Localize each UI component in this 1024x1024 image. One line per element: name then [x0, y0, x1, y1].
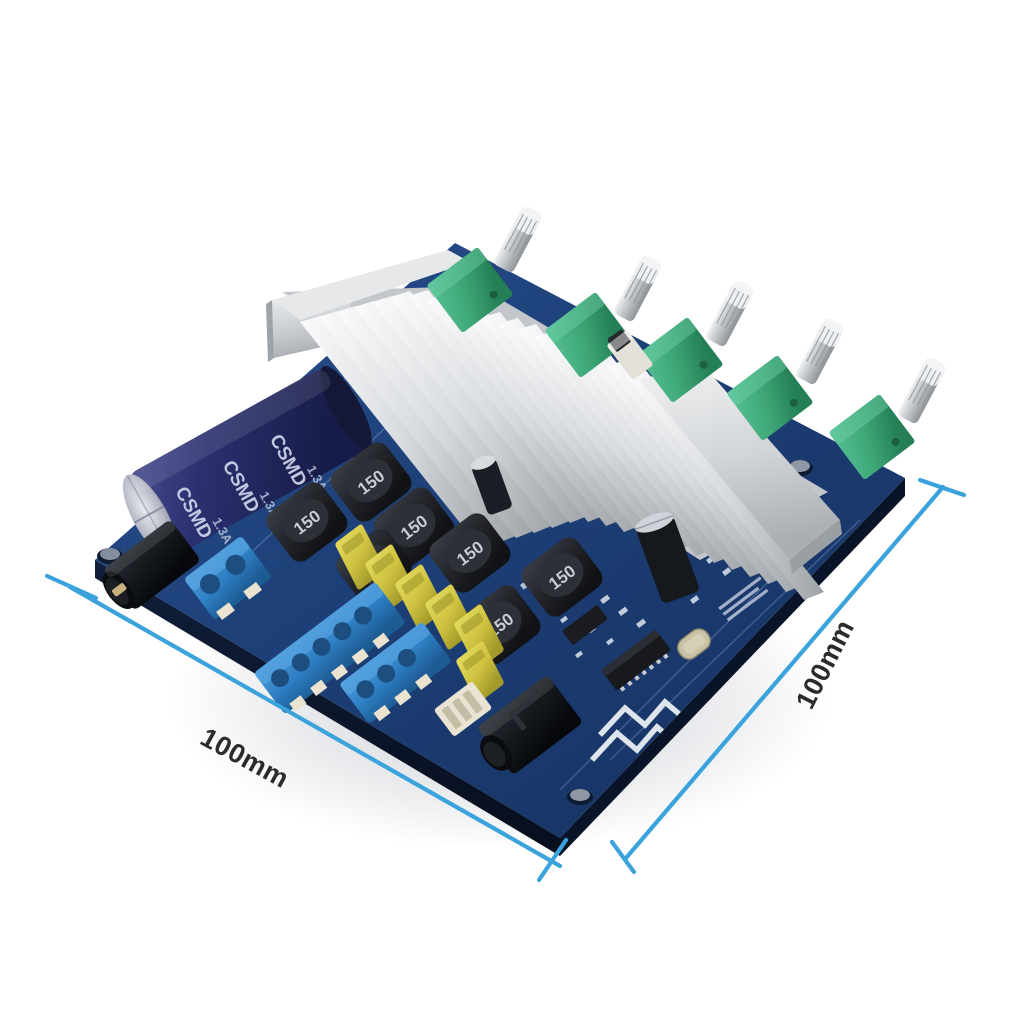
heatsink-top-face — [272, 250, 470, 320]
dimension-line-right — [623, 484, 946, 861]
jst-connector — [434, 682, 492, 736]
dimension-cap-left-start — [44, 573, 99, 601]
smd-ic — [562, 605, 608, 645]
toggle-switch — [607, 329, 653, 380]
dimension-annotations — [44, 477, 967, 883]
crystal-oscillator — [677, 628, 711, 660]
small-electrolytic-capacitors — [470, 455, 699, 603]
dimension-line-left — [67, 584, 563, 869]
dimension-cap-right-start — [917, 477, 967, 498]
bluetooth-ic — [601, 629, 671, 692]
dimension-cap-right-end — [609, 839, 637, 875]
potentiometers — [427, 207, 946, 480]
film-capacitors — [335, 524, 504, 703]
pcb-edge-front — [95, 560, 560, 856]
dc-power-jack — [102, 520, 199, 610]
audio-jack — [478, 676, 582, 774]
pcb-edge-right — [560, 478, 905, 856]
electrolytic-capacitor: CSMD CSMD CSMD 1.3A 1.3A 1.3A — [122, 366, 372, 559]
heatsink-right-block — [640, 362, 840, 560]
dimension-cap-left-end — [536, 837, 569, 883]
silkscreen-text — [718, 576, 769, 622]
terminal-blocks — [185, 537, 451, 723]
